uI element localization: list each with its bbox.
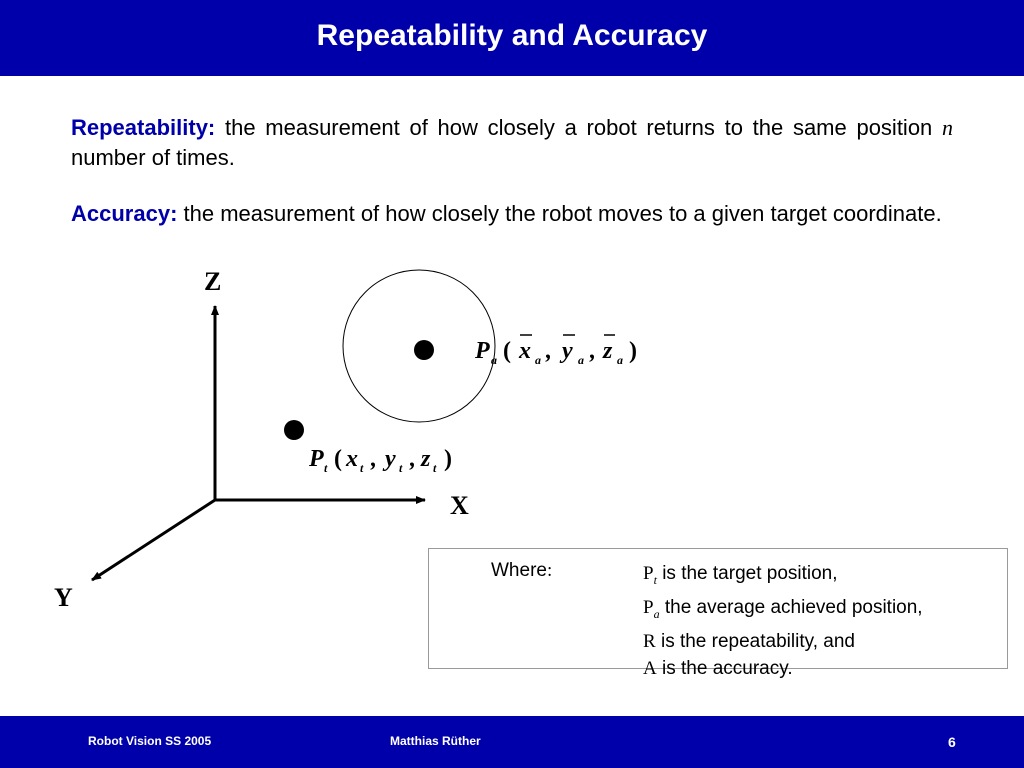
footer-author: Matthias Rüther bbox=[390, 734, 481, 748]
svg-text:y: y bbox=[382, 446, 396, 472]
repeatability-definition: Repeatability: the measurement of how cl… bbox=[71, 113, 953, 173]
footer-course: Robot Vision SS 2005 bbox=[88, 734, 212, 748]
svg-text:,: , bbox=[370, 446, 377, 472]
svg-text:P: P bbox=[474, 338, 490, 364]
footer-bar: Robot Vision SS 2005 Matthias Rüther 6 bbox=[0, 716, 1024, 768]
legend-item-repeatability: R is the repeatability, and bbox=[643, 630, 855, 652]
point-a-label: P a ( x a , y a , z a ) bbox=[474, 334, 637, 367]
svg-text:t: t bbox=[324, 461, 328, 475]
z-axis-label: Z bbox=[204, 267, 221, 296]
repeatability-text: the measurement of how closely a robot r… bbox=[215, 115, 942, 140]
svg-text:x: x bbox=[345, 446, 358, 472]
svg-text:a: a bbox=[535, 353, 541, 367]
accuracy-definition: Accuracy: the measurement of how closely… bbox=[71, 199, 953, 229]
y-axis bbox=[91, 498, 216, 582]
svg-text:t: t bbox=[360, 461, 364, 475]
svg-text:(: ( bbox=[334, 446, 342, 472]
svg-text:z: z bbox=[602, 338, 613, 364]
legend-box: Where: Pt is the target position, Pa the… bbox=[428, 548, 1008, 679]
svg-text:t: t bbox=[433, 461, 437, 475]
svg-text:(: ( bbox=[503, 338, 511, 364]
svg-text:a: a bbox=[578, 353, 584, 367]
legend-where-label: Where: bbox=[491, 560, 553, 581]
coordinate-diagram: Z X Y P a ( x a , y a , z a ) P t ( x t … bbox=[54, 267, 637, 612]
svg-text:): ) bbox=[629, 338, 637, 364]
legend-item-target: Pt is the target position, bbox=[643, 563, 838, 587]
svg-text:y: y bbox=[559, 338, 573, 364]
average-position-dot bbox=[414, 340, 434, 360]
repeatability-term: Repeatability: bbox=[71, 115, 216, 140]
svg-text:P: P bbox=[308, 446, 324, 472]
page-number: 6 bbox=[948, 734, 956, 750]
svg-text:,: , bbox=[409, 446, 416, 472]
repeatability-text-end: number of times. bbox=[71, 145, 235, 170]
accuracy-text: the measurement of how closely the robot… bbox=[177, 201, 942, 226]
svg-text:z: z bbox=[420, 446, 431, 472]
svg-text:a: a bbox=[491, 353, 497, 367]
y-axis-label: Y bbox=[54, 583, 73, 612]
accuracy-term: Accuracy: bbox=[71, 201, 178, 226]
svg-text:,: , bbox=[589, 338, 596, 364]
svg-text:a: a bbox=[617, 353, 623, 367]
target-position-dot bbox=[284, 420, 304, 440]
legend-item-average: Pa the average achieved position, bbox=[643, 596, 923, 621]
svg-text:,: , bbox=[545, 338, 552, 364]
n-symbol: n bbox=[942, 115, 953, 140]
title-bar: Repeatability and Accuracy bbox=[0, 0, 1024, 76]
x-axis-label: X bbox=[450, 491, 469, 520]
repeatability-circle bbox=[342, 269, 496, 423]
svg-text:): ) bbox=[444, 446, 452, 472]
svg-text:x: x bbox=[518, 338, 531, 364]
legend-items: Pt is the target position, Pa the averag… bbox=[643, 560, 923, 682]
slide-title: Repeatability and Accuracy bbox=[316, 19, 708, 52]
svg-text:t: t bbox=[399, 461, 403, 475]
legend-item-accuracy: A is the accuracy. bbox=[643, 657, 793, 679]
point-t-label: P t ( x t , y t , z t ) bbox=[308, 446, 452, 475]
